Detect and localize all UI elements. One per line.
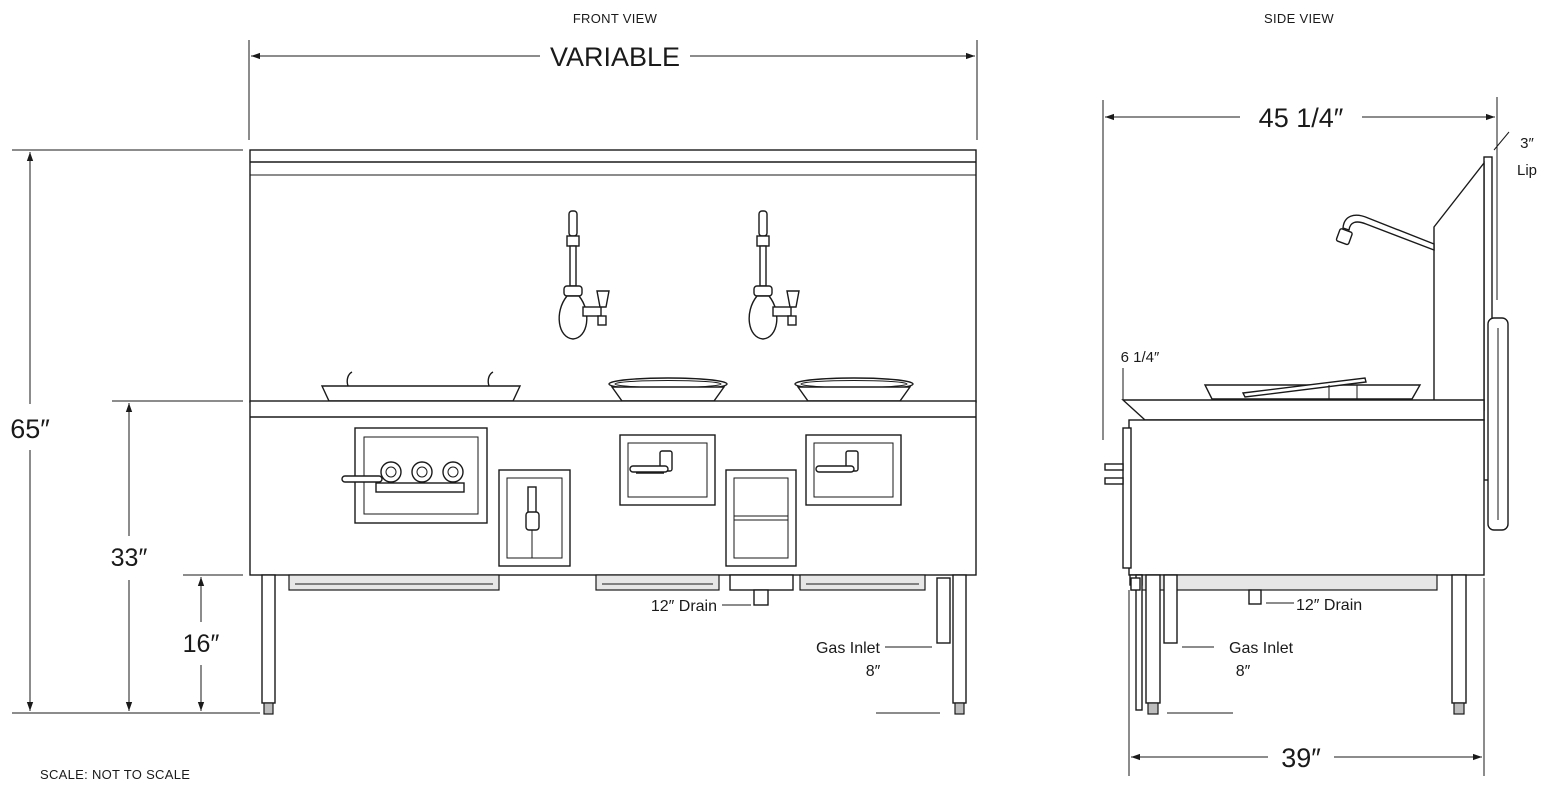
side-faucet-spout (1335, 214, 1435, 252)
side-gas-inlet-label: Gas Inlet (1229, 640, 1294, 657)
counter-height-label: 33″ (111, 544, 148, 572)
water-valve-panel-center (619, 434, 716, 506)
backsplash (249, 149, 977, 403)
front-legs (261, 574, 967, 715)
side-depth-dimension: 45 1/4″ (1102, 97, 1498, 440)
shelf-height-label: 16″ (183, 630, 220, 658)
side-gas-inlet: Gas Inlet 8″ (1163, 574, 1294, 714)
front-view-title: FRONT VIEW (573, 11, 658, 26)
front-gas-inlet: Gas Inlet 8″ (816, 577, 951, 714)
front-width-label: VARIABLE (550, 42, 680, 72)
side-gas-inlet-height: 8″ (1236, 663, 1251, 680)
front-view: FRONT VIEW VARIABLE 65″ 33″ 16″ (10, 11, 978, 782)
front-drain: 12″ Drain (651, 574, 794, 615)
scale-note: SCALE: NOT TO SCALE (40, 767, 190, 782)
pot-filler-faucet-right (748, 210, 800, 340)
water-valve-panel-right (805, 434, 902, 506)
front-drain-label: 12″ Drain (651, 598, 717, 615)
wok-ring-right (794, 377, 914, 402)
side-drain-label: 12″ Drain (1296, 597, 1362, 614)
lip-callout: 3″ Lip (1493, 131, 1537, 179)
side-legs (1130, 574, 1467, 715)
pot-filler-faucet-left (558, 210, 610, 340)
front-width-dimension: VARIABLE (248, 40, 978, 140)
front-gas-inlet-label: Gas Inlet (816, 640, 881, 657)
front-gas-inlet-height: 8″ (866, 663, 881, 680)
side-depth-label: 45 1/4″ (1259, 103, 1344, 133)
drain-strainer-box (725, 469, 797, 567)
side-wok (1203, 377, 1422, 400)
wok-ring-center (608, 377, 728, 402)
lip-label: Lip (1517, 162, 1537, 179)
side-base-label: 39″ (1281, 743, 1321, 773)
total-height-label: 65″ (10, 414, 50, 444)
side-base-dimension: 39″ (1128, 578, 1485, 776)
side-view: SIDE VIEW 45 1/4″ 3″ Lip 6 1/4″ (1102, 11, 1537, 776)
counter-rise-label: 6 1/4″ (1121, 349, 1160, 366)
valve-control-panel (341, 427, 488, 524)
counter-rise-callout: 6 1/4″ (1121, 349, 1160, 400)
side-view-title: SIDE VIEW (1264, 11, 1334, 26)
side-backsplash (1433, 156, 1509, 531)
faucet-panel (498, 469, 571, 567)
side-counter (1121, 399, 1485, 421)
side-drain: 12″ Drain (1248, 589, 1362, 614)
lower-rails (288, 574, 926, 591)
side-cabinet-body (1104, 419, 1485, 591)
lip-size-label: 3″ (1520, 135, 1534, 152)
front-height-dimensions: 65″ 33″ 16″ (10, 149, 260, 714)
